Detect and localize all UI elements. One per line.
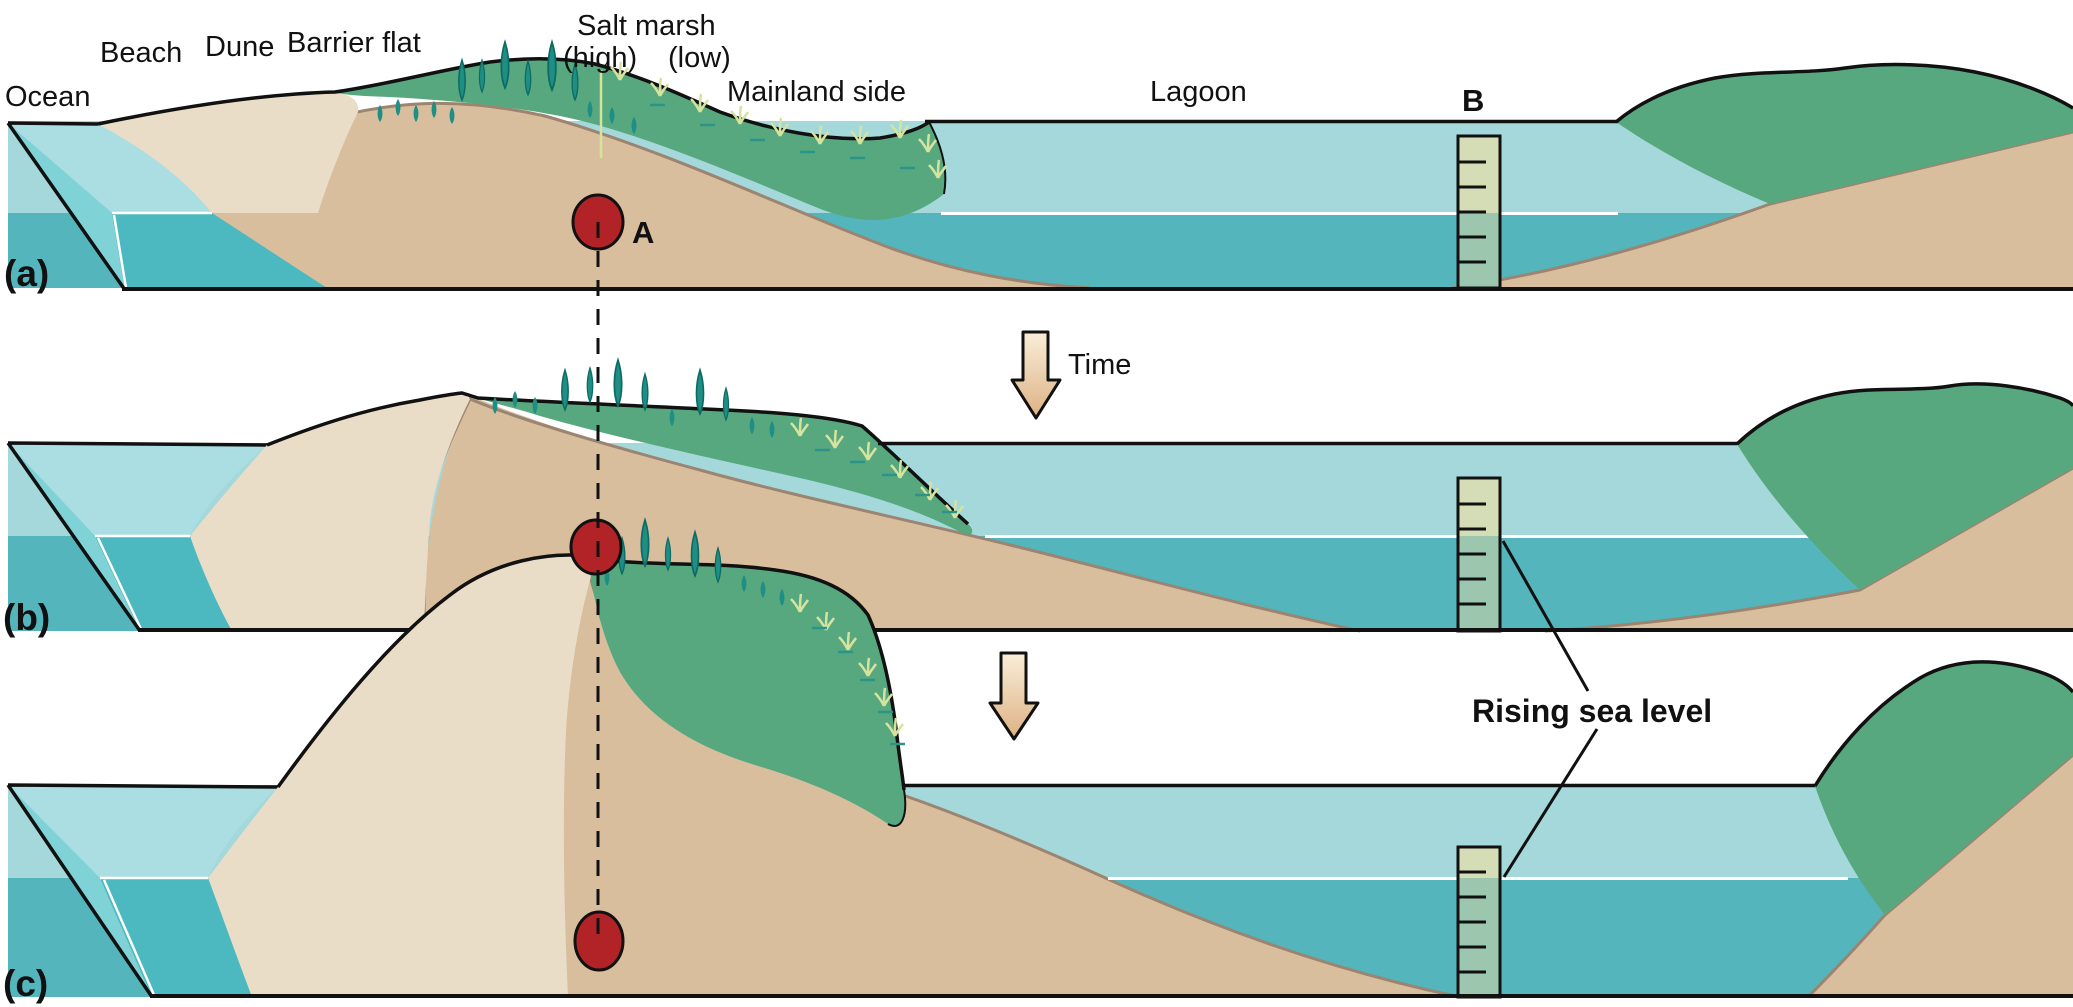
ocean-block-edges-c	[100, 876, 208, 996]
time-arrow-2	[988, 651, 1040, 741]
ocean-block-outline-b	[6, 441, 268, 633]
marsh-underwater-outline-a	[928, 121, 947, 195]
ocean-block-outline-c	[6, 783, 279, 998]
panel-b	[6, 359, 2073, 692]
label-lagoon: Lagoon	[1150, 76, 1247, 108]
label-time: Time	[1068, 349, 1131, 381]
tide-gauge-b	[1456, 476, 1502, 633]
island-subsurface-sand-c	[559, 552, 1460, 997]
label-mainland-side: Mainland side	[727, 76, 906, 108]
ocean-top-face-a	[8, 123, 212, 213]
mainland-sand-edge-c	[1806, 753, 2073, 999]
ocean-front-face-b	[95, 536, 232, 631]
beach-c	[208, 555, 596, 997]
terrain-outline-c	[276, 553, 906, 791]
mainland-hill-b	[1737, 383, 2073, 590]
gauge-pointer-line-b	[1501, 540, 1590, 692]
label-barrier-flat: Barrier flat	[287, 27, 421, 59]
ocean-top-face-b	[8, 443, 267, 536]
marker-circle-a-panel-b	[569, 518, 623, 576]
mainland-sand-b	[1545, 468, 2073, 631]
ocean-block-edges-a	[112, 211, 212, 289]
label-rising-sea-level: Rising sea level	[1472, 693, 1712, 729]
label-panel-b: (b)	[3, 597, 50, 638]
label-dune: Dune	[205, 31, 274, 63]
terrain-outline-a	[97, 57, 931, 141]
label-gauge-b: B	[1462, 83, 1484, 118]
ocean-block-edges-b	[95, 534, 190, 630]
label-marker-a: A	[632, 215, 654, 250]
mainland-sand-edge-b	[1544, 466, 2073, 633]
panel-a	[6, 41, 2073, 292]
barrier-vegetation-a	[335, 58, 946, 220]
panel-c	[6, 519, 2073, 999]
gauge-pointer-line-c	[1502, 728, 1599, 878]
mainland-sand-a	[1452, 132, 2073, 288]
mainland-outline-c	[1813, 660, 2073, 787]
time-arrow-1	[1010, 330, 1062, 420]
beach-b	[190, 393, 470, 631]
ocean-block-outline-a	[6, 121, 127, 292]
label-beach: Beach	[100, 37, 182, 69]
label-salt-marsh: Salt marsh	[577, 10, 716, 42]
mainland-hill-c	[1815, 661, 2073, 915]
tide-gauge-c	[1456, 845, 1502, 999]
label-salt-marsh-low: (low)	[668, 42, 731, 74]
mainland-outline-b	[1735, 382, 2073, 446]
label-panel-c: (c)	[3, 963, 48, 1004]
tide-gauge-a	[1456, 134, 1502, 290]
mainland-hill-a	[1616, 64, 2073, 204]
barrier-vegetation-b	[462, 393, 973, 535]
marsh-underwater-outline-c	[887, 789, 907, 827]
island-subsurface-sand-a	[128, 103, 1090, 288]
marsh-grass-a	[599, 60, 948, 180]
label-salt-marsh-high: (high)	[563, 42, 637, 74]
ocean-top-face-c	[8, 785, 278, 878]
label-ocean: Ocean	[5, 81, 90, 113]
label-panel-a: (a)	[4, 253, 49, 294]
ocean-front-face-a	[112, 213, 330, 290]
terrain-outline-b	[266, 391, 970, 526]
ocean-front-face-c	[100, 878, 252, 997]
marker-circle-a-panel-c	[573, 910, 625, 972]
mainland-sand-c	[1808, 755, 2073, 997]
mainland-outline-a	[1614, 62, 2073, 124]
beach-a	[98, 92, 359, 213]
